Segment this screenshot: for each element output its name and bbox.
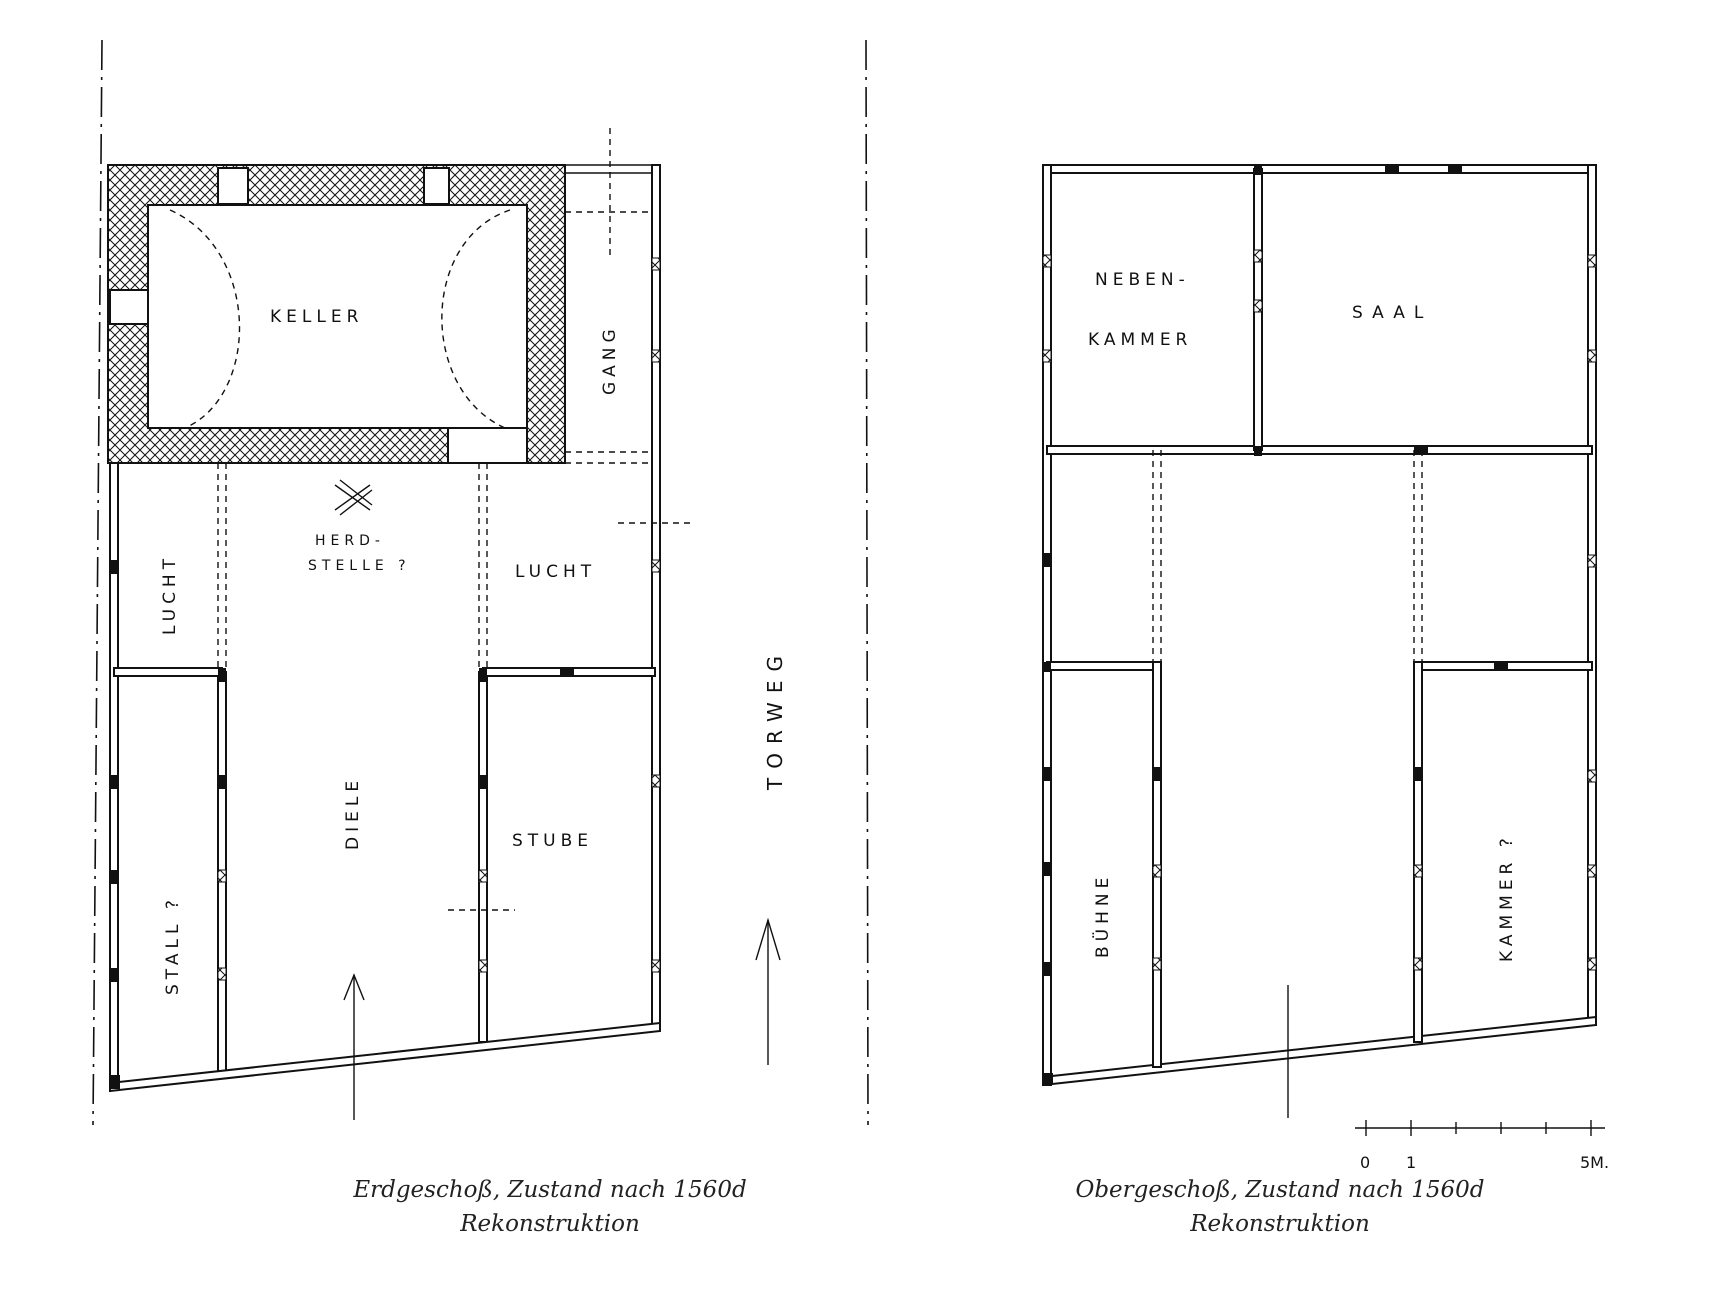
scale-label-5m: 5M.	[1580, 1153, 1609, 1172]
scale-label-0: 0	[1360, 1153, 1370, 1172]
ground-floor-caption-subtitle: Rekonstruktion	[460, 1211, 640, 1237]
ground-floor-frame-walls	[109, 128, 690, 1093]
room-label-herdstelle-1: HERD-	[315, 533, 385, 549]
room-label-lucht-left: LUCHT	[160, 554, 180, 635]
ground-floor-plan: KELLER GANG HERD- STELLE ? LUCHT LUCHT D…	[92, 39, 869, 1126]
upper-floor-frame-walls	[1042, 164, 1597, 1087]
room-label-herdstelle-2: STELLE ?	[308, 558, 411, 574]
cellar-walls	[107, 164, 566, 464]
room-label-stall: STALL ?	[163, 895, 183, 995]
room-label-lucht-right: LUCHT	[515, 562, 596, 582]
room-label-nebenkammer-1: NEBEN-	[1095, 270, 1190, 290]
room-label-nebenkammer-2: KAMMER	[1088, 330, 1192, 350]
ground-floor-caption-title: Erdgeschoß, Zustand nach 1560d	[353, 1177, 747, 1203]
entrance-arrow-icon	[343, 973, 365, 1120]
scale-bar: 0 1 5M.	[1355, 1120, 1609, 1172]
torweg-arrow-icon	[755, 917, 781, 1065]
upper-floor-caption-subtitle: Rekonstruktion	[1190, 1211, 1370, 1237]
room-label-gang: GANG	[600, 324, 620, 395]
room-label-keller: KELLER	[270, 307, 363, 327]
ground-floor-caption: Erdgeschoß, Zustand nach 1560d Rekonstru…	[300, 1173, 800, 1241]
upper-floor-caption: Obergeschoß, Zustand nach 1560d Rekonstr…	[1030, 1173, 1530, 1241]
room-label-buehne: BÜHNE	[1091, 873, 1113, 958]
hearth-marker-icon	[334, 479, 373, 516]
scale-label-1: 1	[1406, 1153, 1416, 1172]
room-label-stube: STUBE	[512, 831, 593, 851]
room-label-diele: DIELE	[343, 776, 363, 850]
property-line-left	[92, 39, 103, 1126]
room-label-kammer: KAMMER ?	[1497, 833, 1517, 962]
room-label-saal: SAAL	[1352, 303, 1432, 323]
room-label-torweg: TORWEG	[763, 647, 787, 791]
property-line-center	[865, 39, 869, 1126]
upper-floor-plan: NEBEN- KAMMER SAAL BÜHNE KAMMER ?	[1042, 164, 1597, 1118]
upper-floor-caption-title: Obergeschoß, Zustand nach 1560d	[1075, 1177, 1485, 1203]
